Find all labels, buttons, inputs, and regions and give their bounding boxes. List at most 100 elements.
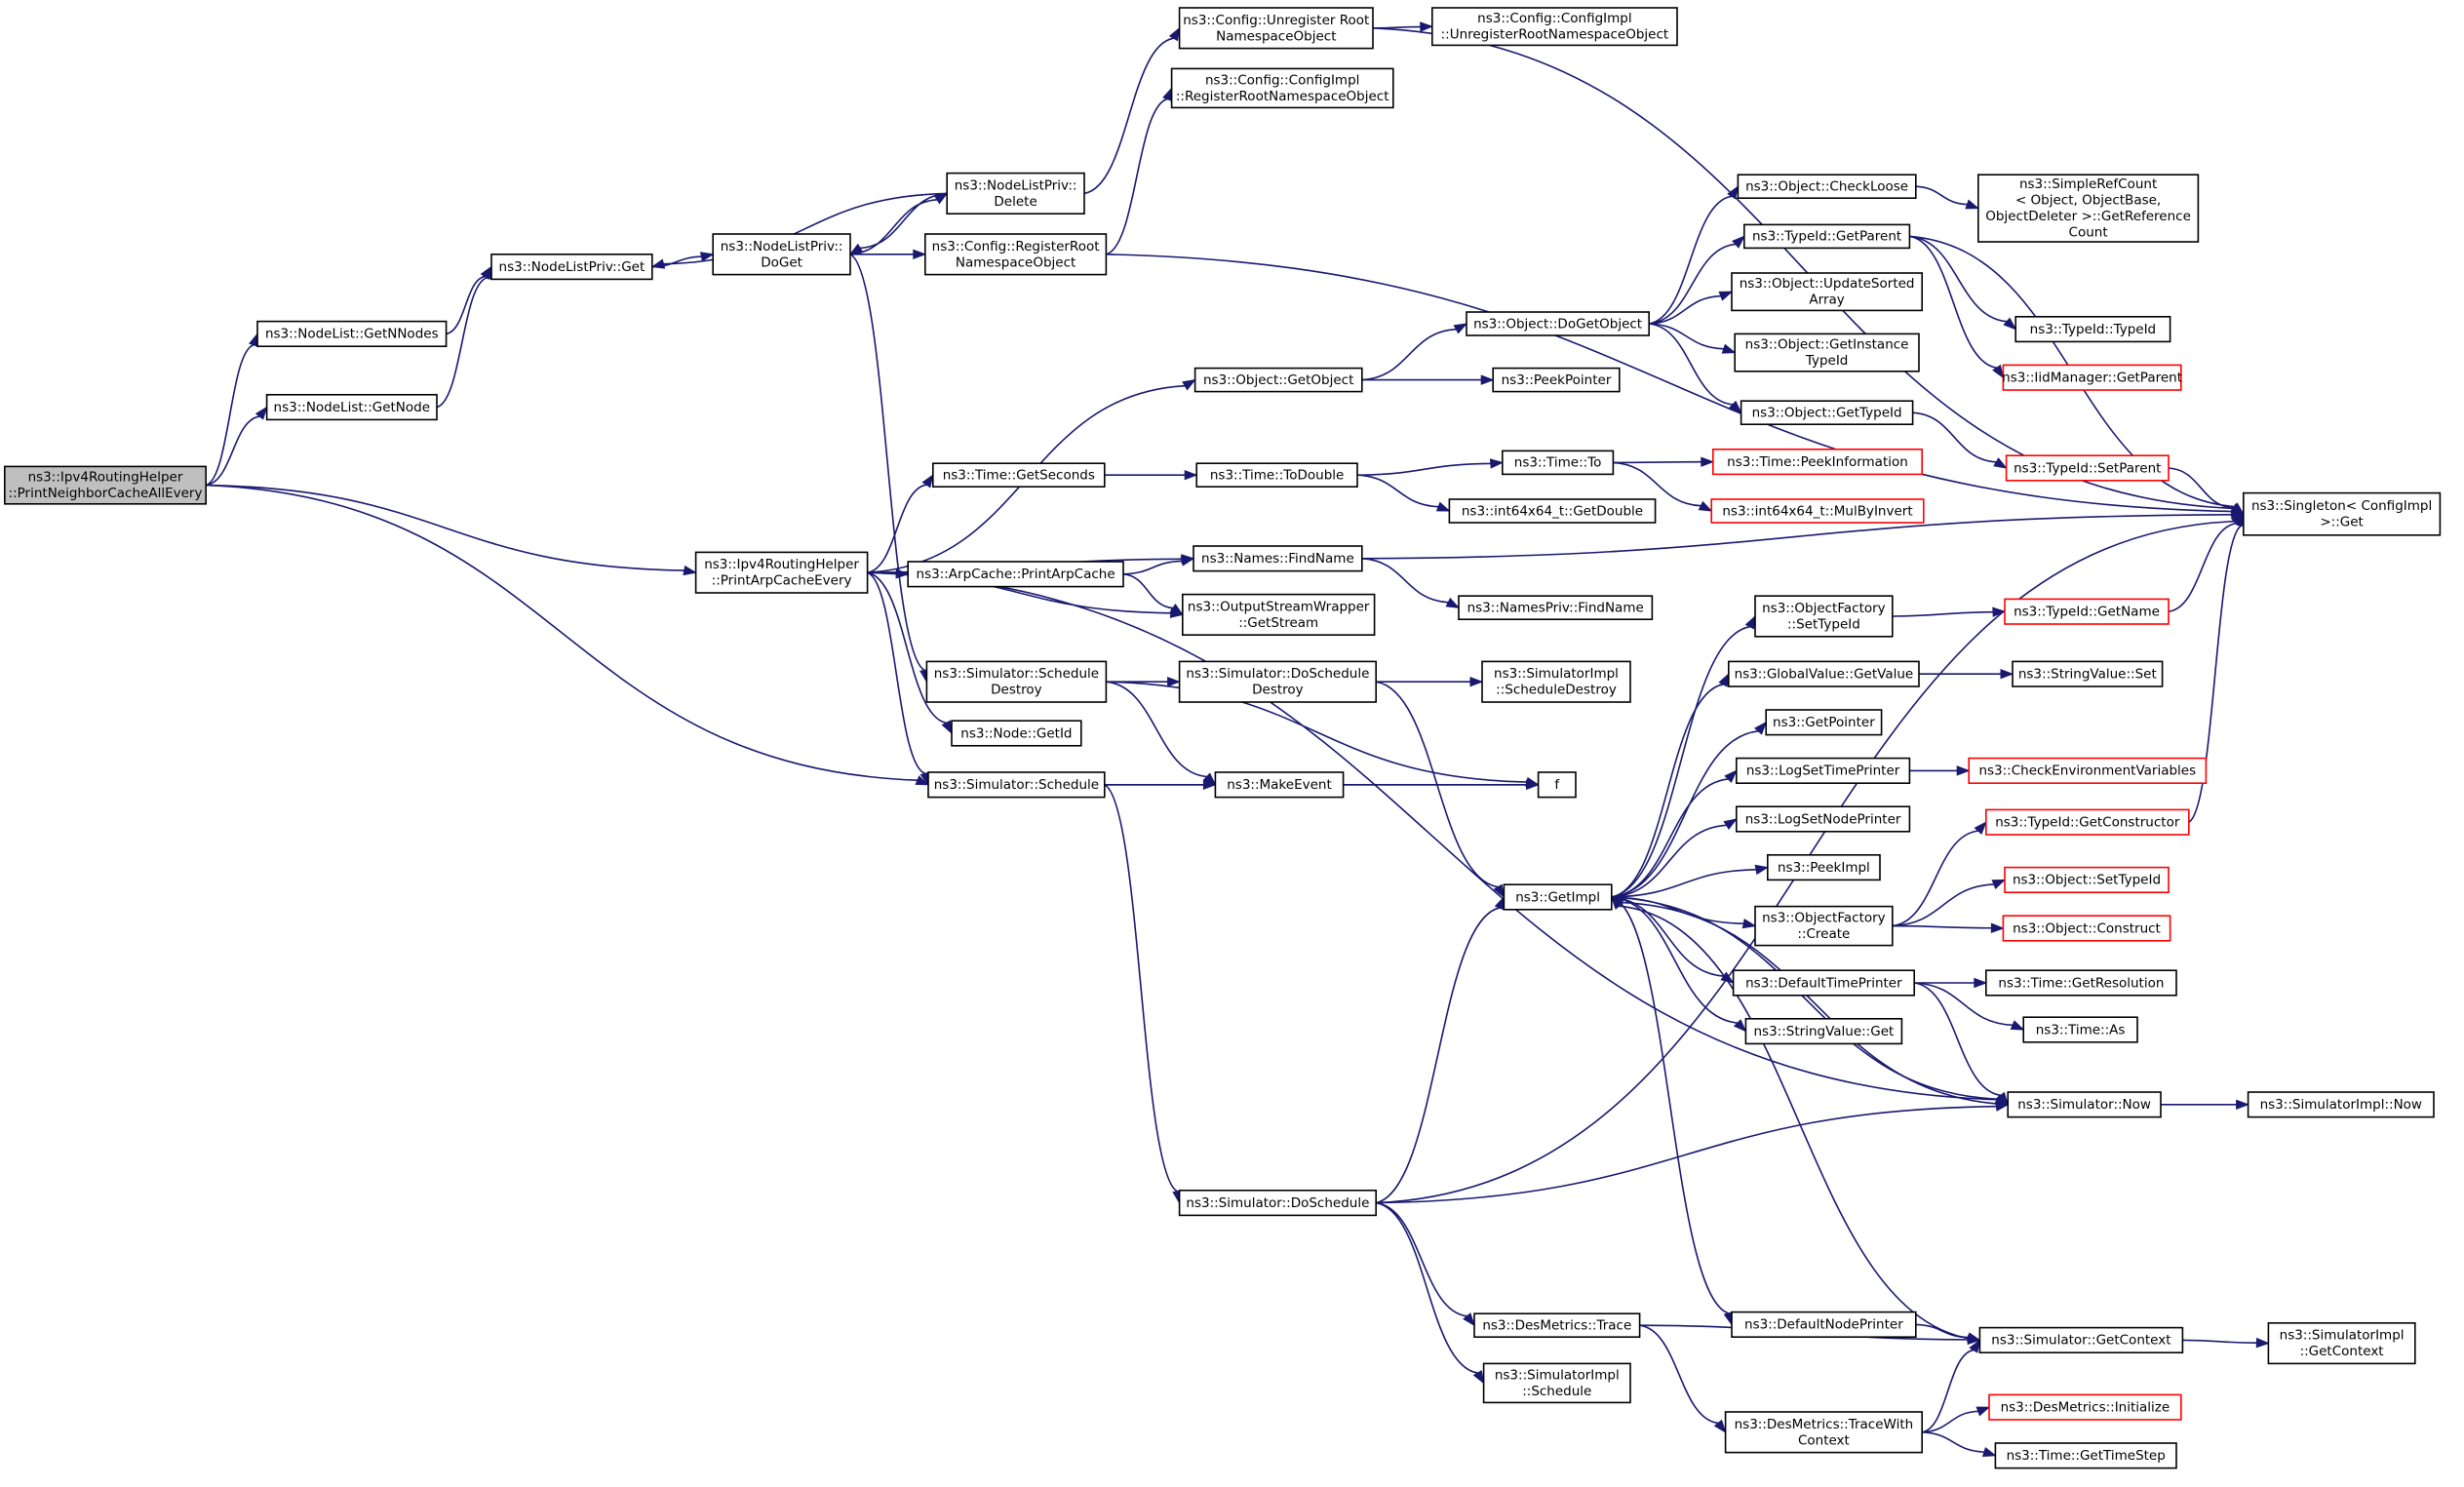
node-label: ns3::Config::ConfigImpl	[1477, 11, 1631, 26]
node-nlpdelete[interactable]: ns3::NodeListPriv::Delete	[946, 172, 1085, 215]
node-simnow[interactable]: ns3::Simulator::Now	[2007, 1091, 2162, 1118]
node-singletonget[interactable]: ns3::Singleton< ConfigImpl>::Get	[2243, 491, 2442, 536]
edge-line	[1909, 235, 2008, 323]
node-peekinfo[interactable]: ns3::Time::PeekInformation	[1712, 448, 1924, 476]
node-makeevent[interactable]: ns3::MakeEvent	[1214, 771, 1345, 799]
node-objgettypeid[interactable]: ns3::Object::GetTypeId	[1740, 400, 1914, 426]
node-checkenv[interactable]: ns3::CheckEnvironmentVariables	[1968, 757, 2208, 784]
node-simgetcontext[interactable]: ns3::Simulator::GetContext	[1978, 1326, 2184, 1353]
node-typeidgetname[interactable]: ns3::TypeId::GetName	[2004, 598, 2170, 625]
node-deftimeprinter[interactable]: ns3::DefaultTimePrinter	[1732, 969, 1915, 997]
node-objconstruct[interactable]: ns3::Object::Construct	[2002, 915, 2171, 942]
node-cfgimplreg[interactable]: ns3::Config::ConfigImpl::RegisterRootNam…	[1170, 67, 1394, 109]
node-svset[interactable]: ns3::StringValue::Set	[2012, 660, 2164, 687]
node-ofcreate[interactable]: ns3::ObjectFactory::Create	[1754, 905, 1894, 947]
node-box	[490, 253, 653, 281]
node-checkloose[interactable]: ns3::Object::CheckLoose	[1737, 174, 1917, 199]
node-label: ns3::DesMetrics::Initialize	[2001, 1399, 2171, 1415]
node-simplerefcount[interactable]: ns3::SimpleRefCount< Object, ObjectBase,…	[1977, 174, 2200, 243]
edge-arrowhead	[1991, 879, 2007, 889]
node-ofsettypeid[interactable]: ns3::ObjectFactory::SetTypeId	[1754, 595, 1894, 638]
node-getnode[interactable]: ns3::NodeList::GetNode	[265, 393, 438, 421]
edge-arrowhead	[1698, 500, 1713, 512]
node-box	[1994, 1442, 2177, 1469]
node-typeidgetctor[interactable]: ns3::TypeId::GetConstructor	[1985, 808, 2190, 836]
node-objsettypeid[interactable]: ns3::Object::SetTypeId	[2004, 866, 2170, 893]
edges-layer	[205, 21, 2270, 1457]
node-destrace[interactable]: ns3::DesMetrics::Trace	[1473, 1312, 1641, 1338]
edge-arrowhead	[1975, 1406, 1991, 1417]
node-svget[interactable]: ns3::StringValue::Get	[1744, 1018, 1903, 1045]
node-label: NamespaceObject	[956, 254, 1076, 270]
node-getobject[interactable]: ns3::Object::GetObject	[1193, 367, 1363, 393]
node-getpointer[interactable]: ns3::GetPointer	[1765, 709, 1883, 736]
node-simschedd[interactable]: ns3::Simulator::ScheduleDestroy	[925, 660, 1108, 703]
node-timegetstep[interactable]: ns3::Time::GetTimeStep	[1994, 1442, 2177, 1469]
node-timetodouble[interactable]: ns3::Time::ToDouble	[1195, 462, 1358, 489]
edge-getimpl-to-peekimpl	[1611, 864, 1770, 898]
node-gvgetvalue[interactable]: ns3::GlobalValue::GetValue	[1728, 660, 1920, 687]
node-timegetseconds[interactable]: ns3::Time::GetSeconds	[931, 462, 1106, 489]
node-logsetnode[interactable]: ns3::LogSetNodePrinter	[1736, 805, 1911, 833]
edge-arrowhead	[913, 249, 927, 260]
node-box	[931, 462, 1106, 489]
node-desinit[interactable]: ns3::DesMetrics::Initialize	[1988, 1393, 2182, 1421]
edge-line	[1611, 778, 1729, 898]
node-getnnodes[interactable]: ns3::NodeList::GetNNodes	[256, 320, 448, 348]
node-implschedd[interactable]: ns3::SimulatorImpl::ScheduleDestroy	[1481, 660, 1631, 703]
node-root[interactable]: ns3::Ipv4RoutingHelper::PrintNeighborCac…	[4, 465, 207, 505]
node-dogetobject[interactable]: ns3::Object::DoGetObject	[1466, 311, 1650, 336]
node-nlpdoget[interactable]: ns3::NodeListPriv::DoGet	[712, 233, 851, 276]
node-box	[1724, 1411, 1923, 1454]
node-timeas[interactable]: ns3::Time::As	[2022, 1016, 2138, 1043]
node-typeidsetparent[interactable]: ns3::TypeId::SetParent	[2005, 454, 2170, 482]
edge-line	[1122, 560, 1183, 575]
node-implschedule[interactable]: ns3::SimulatorImpl::Schedule	[1482, 1362, 1631, 1404]
edge-line	[1611, 824, 1727, 898]
node-nlpget[interactable]: ns3::NodeListPriv::Get	[490, 253, 653, 281]
edge-getnode-to-nlpget	[436, 265, 492, 409]
node-findname[interactable]: ns3::Names::FindName	[1193, 545, 1363, 572]
node-timegetres[interactable]: ns3::Time::GetResolution	[1985, 969, 2177, 997]
node-cfgreg[interactable]: ns3::Config::RegisterRootNamespaceObject	[923, 233, 1108, 276]
node-label: ns3::ObjectFactory	[1762, 911, 1886, 926]
node-implgetcontext[interactable]: ns3::SimulatorImpl::GetContext	[2267, 1322, 2416, 1365]
node-getdouble[interactable]: ns3::int64x64_t::GetDouble	[1448, 498, 1657, 524]
node-typeidtypeid[interactable]: ns3::TypeId::TypeId	[2014, 315, 2171, 343]
node-f[interactable]: f	[1537, 771, 1577, 799]
node-timeto[interactable]: ns3::Time::To	[1502, 450, 1615, 476]
node-printarp[interactable]: ns3::Ipv4RoutingHelper::PrintArpCacheEve…	[694, 551, 869, 594]
edge-arrowhead	[249, 333, 258, 347]
node-iidgetparent[interactable]: ns3::IidManager::GetParent	[2002, 364, 2182, 391]
node-typeidgetparent[interactable]: ns3::TypeId::GetParent	[1743, 223, 1911, 250]
edge-nlpdoget-to-cfgreg	[850, 249, 927, 260]
node-getstream[interactable]: ns3::OutputStreamWrapper::GetStream	[1182, 593, 1376, 636]
node-implnow[interactable]: ns3::SimulatorImpl::Now	[2247, 1091, 2435, 1118]
node-label: ns3::Time::To	[1514, 455, 1602, 471]
node-mulbyinvert[interactable]: ns3::int64x64_t::MulByInvert	[1710, 498, 1925, 524]
edge-arrowhead	[254, 406, 268, 420]
node-getimpl[interactable]: ns3::GetImpl	[1503, 883, 1613, 911]
node-nodegetid[interactable]: ns3::Node::GetId	[951, 720, 1082, 747]
node-privfindname[interactable]: ns3::NamesPriv::FindName	[1458, 595, 1654, 621]
node-peekpointer[interactable]: ns3::PeekPointer	[1492, 367, 1621, 393]
node-printarpcache[interactable]: ns3::ArpCache::PrintArpCache	[907, 561, 1124, 588]
node-simdoschedule[interactable]: ns3::Simulator::DoSchedule	[1178, 1190, 1377, 1217]
node-box	[1195, 462, 1358, 489]
edge-arrowhead	[699, 252, 715, 262]
node-simschedule[interactable]: ns3::Simulator::Schedule	[927, 771, 1106, 799]
node-defnodeprinter[interactable]: ns3::DefaultNodePrinter	[1731, 1311, 1917, 1338]
node-label: ns3::IidManager::GetParent	[2002, 370, 2182, 385]
node-label: ns3::OutputStreamWrapper	[1188, 599, 1370, 614]
node-logsettime[interactable]: ns3::LogSetTimePrinter	[1736, 757, 1911, 784]
node-peekimpl[interactable]: ns3::PeekImpl	[1767, 853, 1881, 881]
node-cfgunreg[interactable]: ns3::Config::Unregister RootNamespaceObj…	[1178, 7, 1374, 50]
edge-arrowhead	[2236, 1099, 2250, 1111]
edge-arrowhead	[1168, 26, 1181, 42]
edge-printarpcache-to-findname	[1122, 556, 1195, 575]
node-cfgimplunreg[interactable]: ns3::Config::ConfigImpl::UnregisterRootN…	[1431, 7, 1678, 47]
